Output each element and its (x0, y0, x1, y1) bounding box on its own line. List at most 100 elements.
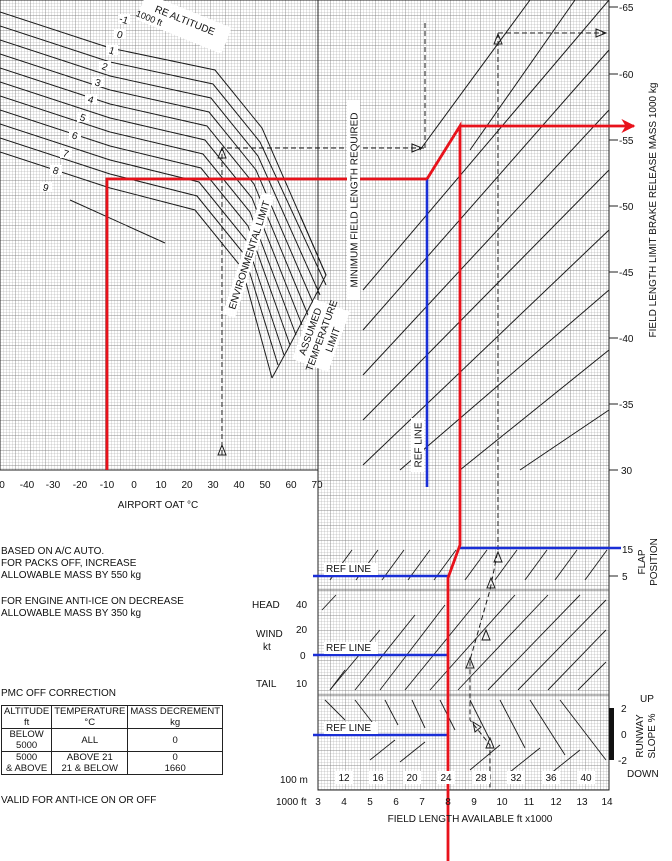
oat-tick: -30 (46, 480, 61, 491)
alt-curve-0 (0, 25, 327, 286)
ft-unit-label: 1000 ft (276, 797, 307, 808)
slope-line (509, 747, 541, 773)
flap-diag (494, 549, 518, 581)
slope-line (354, 699, 373, 723)
wind-line (321, 594, 337, 611)
wind-label-line2: kt (263, 642, 271, 653)
mass-tick-label: -55 (619, 136, 634, 147)
m-tick: 20 (406, 773, 418, 784)
mass-diag (399, 289, 610, 471)
slope-tick-2: 2 (621, 704, 627, 715)
slope-line (529, 699, 566, 756)
wind-tick-0: 0 (300, 651, 306, 662)
ref-line-wind-box (324, 642, 378, 654)
alt-label-9: 9 (41, 182, 50, 194)
packs-note-line: FOR PACKS OFF, INCREASE (1, 558, 137, 569)
flap-diag (524, 549, 548, 581)
arrow-right-icon (595, 28, 608, 38)
ft-tick: 3 (315, 797, 321, 808)
slope-line (469, 744, 501, 771)
arrow-up-icon (217, 146, 227, 159)
slope-label-line2: SLOPE % (647, 713, 658, 758)
alt-curve-m1 (0, 11, 327, 276)
m-tick-box (507, 771, 525, 784)
oat-tick: -20 (73, 480, 88, 491)
mass-axis-ticks (609, 6, 618, 471)
slope-line (499, 699, 526, 749)
ft-tick: 8 (445, 797, 451, 808)
mass-tick-label: -50 (619, 202, 634, 213)
oat-panel-frame (0, 0, 319, 471)
altitude-labels: -1 0 1 2 3 4 5 6 7 8 9 (40, 14, 130, 195)
env-limit-boundary (271, 214, 327, 379)
oat-panel-major (0, 0, 318, 470)
m-tick-box (542, 771, 560, 784)
m-tick: 12 (338, 773, 350, 784)
slope-line (399, 741, 426, 763)
alt-label-box (50, 165, 62, 175)
m-unit-label: 100 m (280, 775, 308, 786)
mass-tick-label: -45 (619, 268, 634, 279)
alt-label-box (99, 61, 111, 71)
alt-label-box (118, 14, 130, 24)
mass-diag (362, 0, 610, 291)
minimum-field-length-box (347, 100, 360, 300)
mass-axis-label: FIELD LENGTH LIMIT BRAKE RELEASE MASS 10… (648, 83, 659, 338)
oat-tick: -40 (20, 480, 35, 491)
ref-line-vertical-label: REF LINE (411, 418, 425, 472)
ft-tick: 7 (419, 797, 425, 808)
alt-curve-2 (0, 53, 315, 306)
slope-line (411, 699, 426, 729)
alt-label-2: 2 (100, 61, 109, 73)
ft-tick-labels: 3 4 5 6 7 8 9 10 11 12 13 14 (315, 797, 613, 808)
flap-diag (464, 549, 488, 581)
slope-label-line1: RUNWAY (635, 714, 646, 758)
alt-curve-3 (0, 67, 309, 316)
alt-label-5: 5 (78, 112, 87, 124)
m-tick-box (369, 771, 387, 784)
ft-tick: 4 (341, 797, 347, 808)
ref-line-labels: REF LINE REF LINE REF LINE (324, 563, 378, 734)
wind-line (457, 594, 549, 691)
pmc-title: PMC OFF CORRECTION (1, 688, 116, 699)
wind-line (379, 604, 446, 691)
slope-line (369, 739, 396, 761)
wind-line (547, 629, 607, 691)
m-tick: 36 (545, 773, 557, 784)
wind-tick-20: 20 (296, 625, 308, 636)
anti-ice-note: FOR ENGINE ANTI-ICE ON DECREASE ALLOWABL… (1, 596, 184, 620)
ft-tick: 9 (471, 797, 477, 808)
dashed-path-vertical (469, 33, 499, 790)
alt-curve-9 (0, 151, 273, 379)
pressure-altitude-title-box (135, 0, 232, 54)
ft-tick: 11 (524, 797, 535, 808)
assumed-temperature-box (292, 298, 350, 372)
alt-label-6: 6 (70, 130, 79, 142)
oat-tick: -10 (100, 480, 115, 491)
oat-axis-label: AIRPORT OAT °C (118, 500, 199, 511)
slope-line (559, 699, 607, 761)
alt-label-box (114, 29, 126, 39)
oat-tick: 30 (207, 480, 219, 491)
field-length-axis-label: FIELD LENGTH AVAILABLE ft x1000 (388, 814, 553, 825)
packs-note: BASED ON A/C AUTO. FOR PACKS OFF, INCREA… (1, 546, 141, 582)
slope-up-label: UP (640, 694, 654, 705)
arrow-up-icon (486, 576, 496, 589)
packs-note-line: BASED ON A/C AUTO. (1, 546, 105, 557)
alt-label-1: 1 (107, 45, 116, 57)
mass-diag (519, 409, 610, 471)
mass-tick-label: -40 (619, 334, 634, 345)
oat-tick: 10 (155, 480, 167, 491)
mass-diag (419, 0, 531, 151)
pmc-footer: VALID FOR ANTI-ICE ON OR OFF (1, 795, 157, 806)
ref-line-slope-text: REF LINE (326, 723, 371, 734)
red-path-field-length (425, 121, 462, 861)
